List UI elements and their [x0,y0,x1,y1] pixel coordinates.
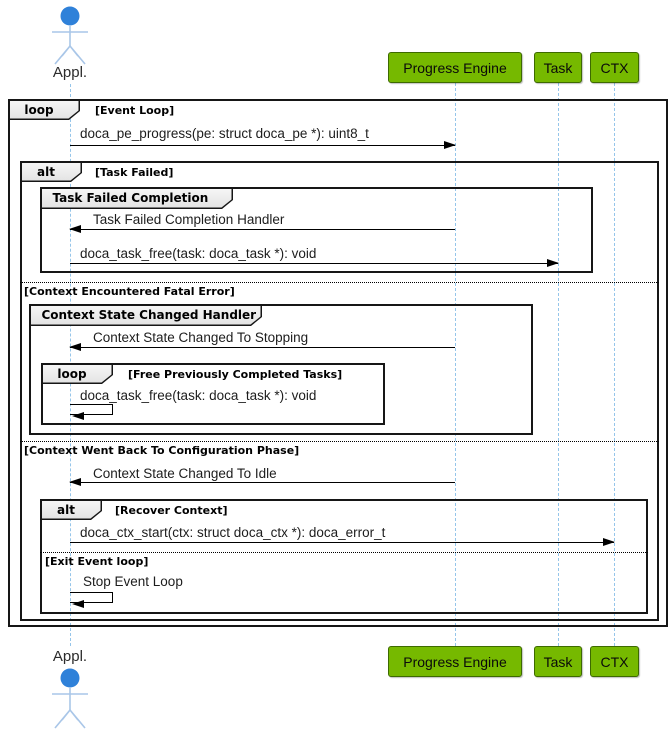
frame-task-failed-completion [40,187,593,273]
arrowhead-right [444,140,456,149]
arrow-doca-task-free-1 [70,258,559,267]
actor-figure-top [52,6,88,65]
lifeline-ctx [614,83,615,646]
arrowhead-left [69,477,81,486]
pentagon-alt-task-failed: alt [20,161,82,182]
participant-label: Progress Engine [403,653,507,670]
participant-progress-engine-top: Progress Engine [388,52,522,83]
pentagon-loop-free-tasks: loop [41,363,113,384]
operator-label: alt [57,502,75,517]
arrowhead-right [547,258,559,267]
actor-label-top: Appl. [52,64,88,81]
divider-label-fatal-error: [Context Encountered Fatal Error] [24,285,235,298]
frame-title: Task Failed Completion [52,191,209,205]
message-task-failed-handler: Task Failed Completion Handler [93,212,285,227]
actor-figure-bottom [52,668,88,729]
message-stop-event-loop: Stop Event Loop [83,574,183,589]
pentagon-context-state-handler: Context State Changed Handler [29,304,262,326]
operator-label: loop [57,366,87,381]
participant-ctx-bottom: CTX [590,646,639,677]
divider-config-phase [20,441,659,442]
participant-task-top: Task [534,52,582,83]
pentagon-loop-event: loop [8,99,80,120]
arrow-task-failed-handler [69,224,455,233]
operator-label: loop [24,102,54,117]
actor-label-bottom: Appl. [52,648,88,665]
condition-recover-context: [Recover Context] [115,504,228,517]
participant-label: CTX [600,59,629,76]
arrow-state-stopping [69,342,455,351]
arrow-doca-pe-progress [70,140,456,149]
participant-ctx-top: CTX [590,52,639,83]
operator-label: alt [37,164,55,179]
condition-task-failed: [Task Failed] [95,166,174,179]
pentagon-alt-recover: alt [40,499,102,520]
frame-alt-recover-context [40,499,648,614]
participant-label: Progress Engine [403,59,507,76]
arrowhead-left [69,224,81,233]
pentagon-task-failed-completion: Task Failed Completion [40,187,233,209]
frame-context-state-changed-handler [29,304,533,435]
self-arrow-doca-task-free [70,404,113,420]
message-state-stopping: Context State Changed To Stopping [93,330,309,345]
message-state-idle: Context State Changed To Idle [93,466,277,481]
message-doca-task-free-2: doca_task_free(task: doca_task *): void [80,388,317,403]
lifeline-task [558,83,559,646]
participant-progress-engine-bottom: Progress Engine [388,646,522,677]
arrowhead-left [72,411,84,420]
arrow-state-idle [69,477,455,486]
condition-free-tasks: [Free Previously Completed Tasks] [128,368,343,381]
arrowhead-left [72,599,84,608]
self-arrow-stop-event-loop [70,592,113,608]
participant-label: CTX [600,653,629,670]
divider-fatal-error [20,282,659,283]
lifeline-progress-engine [455,83,456,646]
arrow-doca-ctx-start [70,537,615,546]
message-doca-ctx-start: doca_ctx_start(ctx: struct doca_ctx *): … [80,525,386,540]
message-doca-task-free-1: doca_task_free(task: doca_task *): void [80,246,317,261]
arrowhead-left [69,342,81,351]
divider-label-config-phase: [Context Went Back To Configuration Phas… [24,444,300,457]
divider-label-exit-event-loop: [Exit Event loop] [45,555,149,568]
frame-title: Context State Changed Handler [41,308,257,322]
message-doca-pe-progress: doca_pe_progress(pe: struct doca_pe *): … [80,126,369,141]
participant-task-bottom: Task [534,646,582,677]
divider-exit-event-loop [40,552,648,553]
participant-label: Task [543,59,573,76]
condition-event-loop: [Event Loop] [95,104,175,117]
frame-loop-free-tasks [41,363,385,425]
frame-alt-task-failed [20,161,659,621]
frame-event-loop [8,99,668,627]
participant-label: Task [543,653,573,670]
arrowhead-right [603,537,615,546]
